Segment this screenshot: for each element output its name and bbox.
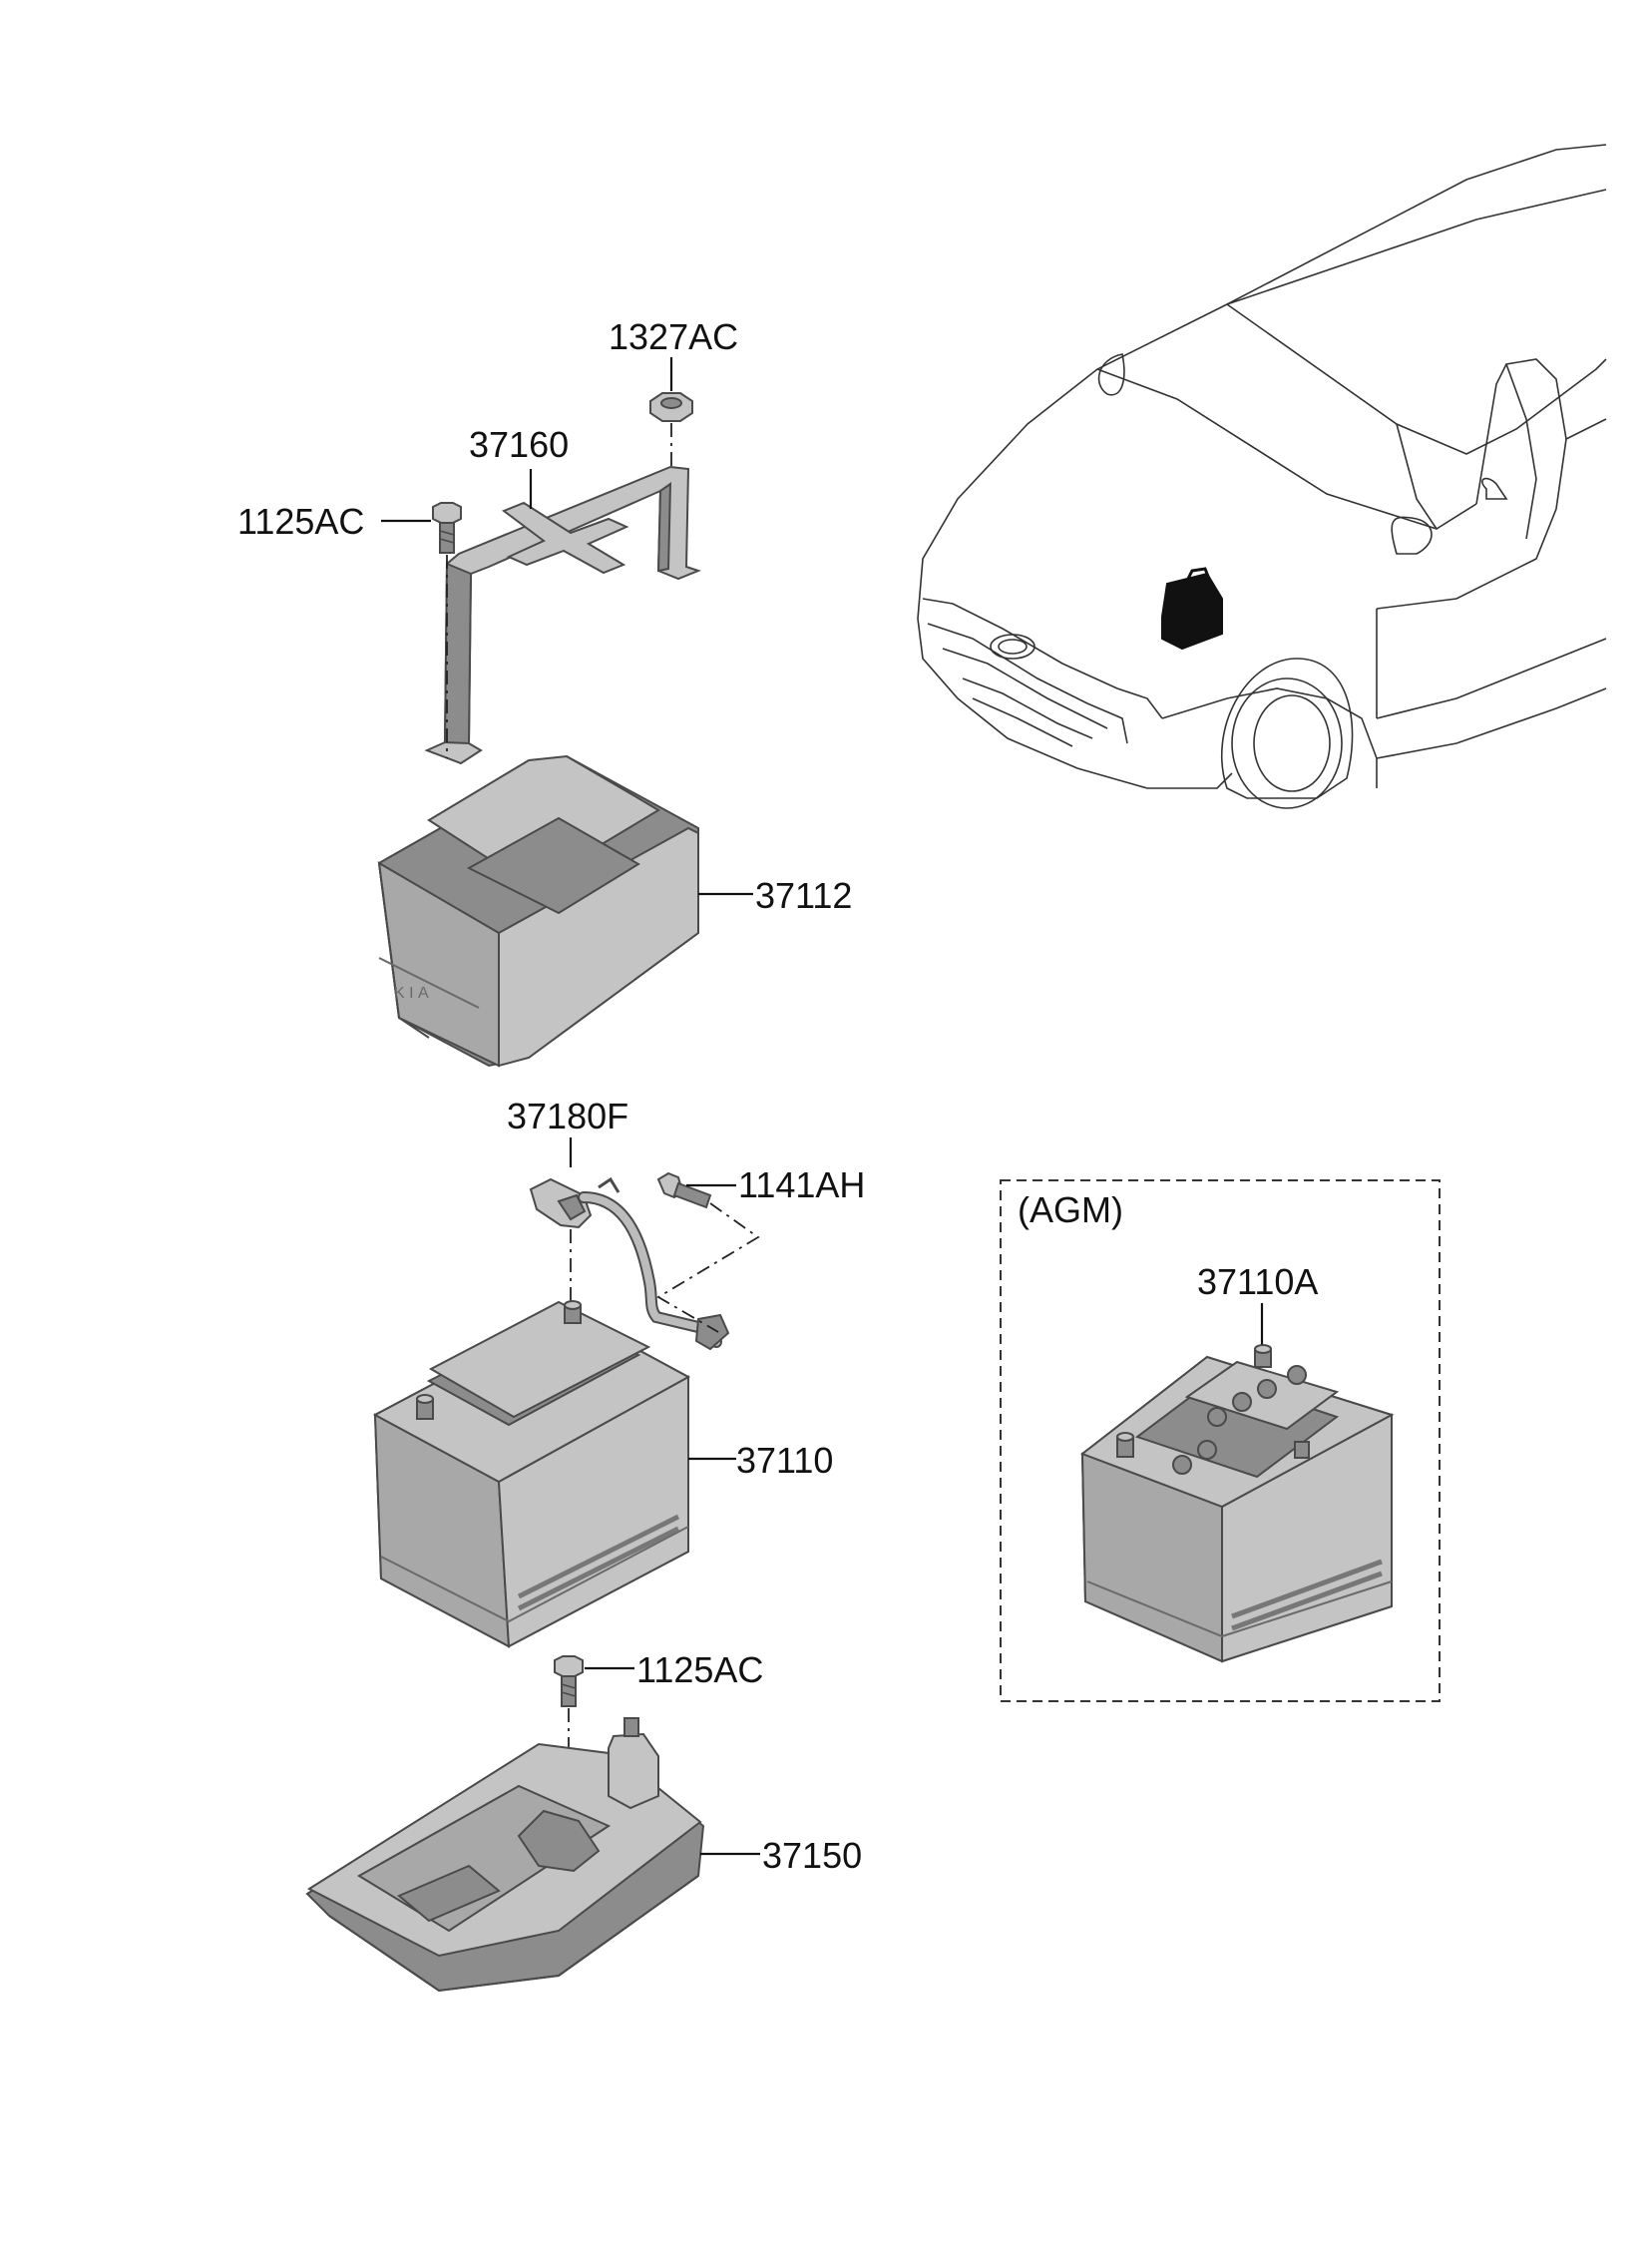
callout-1141AH: 1141AH	[738, 1164, 865, 1205]
svg-text:K I A: K I A	[394, 985, 429, 1002]
bolt-1125AC-top	[432, 502, 462, 554]
callout-1125AC-bottom: 1125AC	[636, 1649, 763, 1690]
bracket-37160	[424, 465, 701, 765]
callout-37110A: 37110A	[1197, 1261, 1318, 1302]
battery-37110A-agm	[1079, 1344, 1395, 1663]
bolt-1125AC-bottom	[554, 1655, 584, 1707]
bolt-1141AH	[656, 1171, 712, 1209]
insulator-37112: K I A	[377, 754, 699, 1068]
agm-label: (AGM)	[1018, 1189, 1123, 1230]
callout-37150: 37150	[762, 1835, 862, 1876]
callout-37110: 37110	[736, 1440, 833, 1481]
callout-1327AC: 1327AC	[609, 316, 738, 357]
nut-1327AC	[649, 392, 693, 422]
cable-37180F	[529, 1176, 730, 1351]
callout-37180F: 37180F	[507, 1096, 628, 1136]
battery-37110	[372, 1300, 691, 1648]
callout-1125AC-top: 1125AC	[237, 501, 364, 542]
callout-37160: 37160	[469, 424, 569, 465]
tray-37150	[305, 1717, 705, 1993]
callout-37112: 37112	[755, 875, 852, 916]
vehicle-outline	[917, 144, 1607, 809]
